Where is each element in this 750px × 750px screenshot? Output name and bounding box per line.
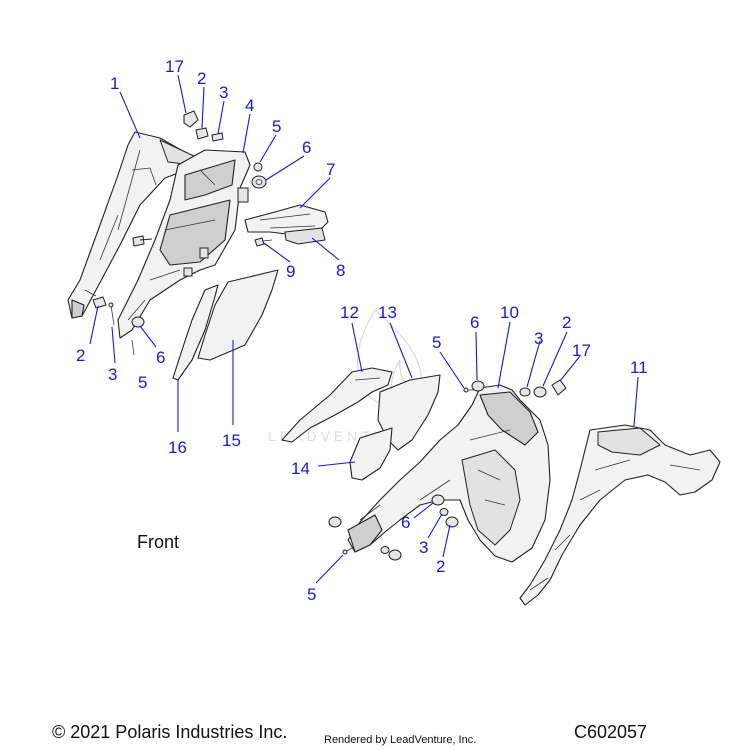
callout-7: 7 [326, 160, 335, 179]
callout-2-top: 2 [197, 69, 206, 88]
callout-3-top: 3 [219, 83, 228, 102]
part-14-panel [349, 427, 393, 481]
hardware-2-screw-left [195, 127, 209, 140]
hardware-6-fastener-upper [251, 175, 267, 189]
hardware-3-rivet-right-lower [439, 508, 449, 516]
hardware-6-fastener-lower-left [131, 316, 145, 328]
part-12-panel [281, 367, 393, 443]
hardware-3-rivet-lower-left [108, 302, 115, 326]
callout-6-left: 6 [156, 348, 165, 367]
callout-10: 10 [500, 303, 519, 322]
hardware-9-screw [254, 237, 273, 247]
part-10-front-assembly [347, 384, 551, 563]
callout-3-right: 3 [534, 329, 543, 348]
front-label: Front [137, 532, 179, 552]
hardware-5-screw-lower-left [131, 339, 135, 356]
part-15-panel [197, 269, 279, 361]
callout-13: 13 [378, 303, 397, 322]
part-16-strip [172, 284, 219, 381]
callout-8: 8 [336, 261, 345, 280]
hardware-6-fastener-right-upper [471, 380, 485, 392]
hardware-misc-left-clip [183, 247, 209, 277]
hardware-3-rivet-right-upper [519, 387, 531, 397]
callout-15: 15 [222, 431, 241, 450]
callout-14: 14 [291, 459, 310, 478]
part-7-trim [244, 204, 329, 236]
callout-2-left: 2 [76, 346, 85, 365]
callout-6-top: 6 [302, 138, 311, 157]
callout-16: 16 [168, 438, 187, 457]
hardware-2-screw-lower-left [92, 296, 107, 309]
leader-lines [89, 74, 639, 584]
callout-17-top: 17 [165, 57, 184, 76]
callout-11: 11 [630, 358, 648, 377]
hardware-2-screw-right-upper [533, 386, 547, 398]
part-11-side-panel [519, 424, 721, 606]
copyright-text: © 2021 Polaris Industries Inc. [52, 722, 287, 742]
footer: © 2021 Polaris Industries Inc. Rendered … [52, 722, 647, 746]
hardware-misc-left-bolt [132, 235, 153, 247]
hardware-17-clip-right [551, 379, 567, 396]
callout-6-right: 6 [470, 313, 479, 332]
diagram-code: C602057 [574, 722, 647, 742]
part-4-inner-panel [117, 149, 251, 339]
hardware-3-rivet-left [211, 132, 224, 142]
callout-5-left: 5 [138, 373, 147, 392]
hardware-5-screw-right-lower [342, 547, 353, 555]
callout-3-left: 3 [108, 365, 117, 384]
hardware-5-nut-upper [253, 162, 263, 172]
part-1-side-panel [67, 131, 197, 319]
callout-5-top: 5 [272, 117, 281, 136]
callout-2-lower: 2 [436, 557, 445, 576]
part-13-panel [377, 374, 441, 451]
callout-17-right: 17 [572, 341, 591, 360]
callout-9: 9 [286, 262, 295, 281]
callout-6-lower: 6 [401, 513, 410, 532]
hardware-misc-right-lower [328, 516, 402, 561]
callouts: 1 17 2 3 4 5 6 7 8 9 2 3 6 5 16 15 12 13… [76, 57, 648, 604]
callout-4: 4 [245, 96, 254, 115]
hardware-6-fastener-right-lower [431, 494, 445, 506]
callout-5-right: 5 [432, 333, 441, 352]
callout-2-right: 2 [562, 313, 571, 332]
hardware-17-clip-left [183, 110, 199, 128]
callout-3-lower: 3 [419, 538, 428, 557]
rendered-by-text: Rendered by LeadVenture, Inc. [324, 734, 476, 746]
callout-1: 1 [110, 74, 119, 93]
callout-5-lower: 5 [307, 585, 316, 604]
hardware-5-screw-right-upper [463, 387, 474, 393]
callout-12: 12 [340, 303, 359, 322]
hardware-2-screw-right-lower [445, 516, 459, 528]
